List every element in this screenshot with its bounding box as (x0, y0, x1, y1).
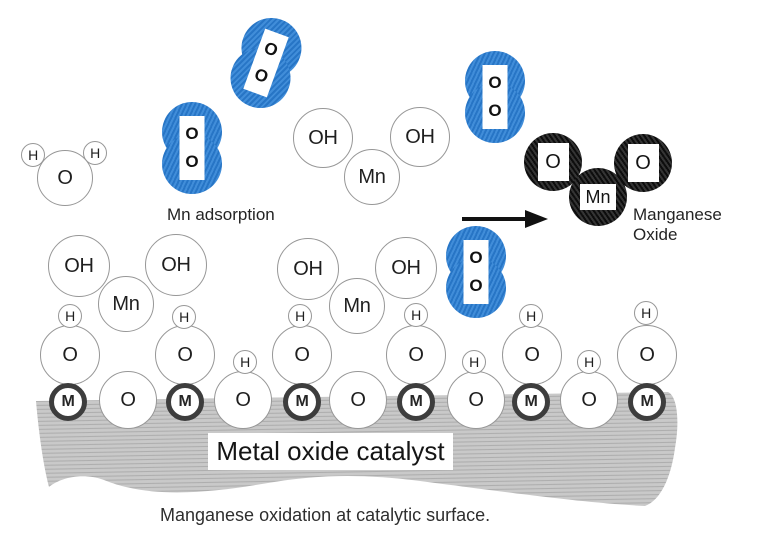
manganese-oxide-label-line2: Oxide (633, 225, 678, 244)
manganese-oxide-label: Manganese Oxide (633, 205, 722, 245)
atom-H: H (462, 350, 486, 374)
atom-Mn: Mn (98, 276, 154, 332)
manganese-oxide-atom-O: O (614, 134, 672, 192)
atom-H: H (634, 301, 658, 325)
oxygen-atom-label: O (185, 152, 199, 171)
reaction-arrow (462, 210, 548, 228)
atom-O: O (155, 325, 215, 385)
atom-Mn: Mn (344, 149, 400, 205)
atom-OH: OH (375, 237, 437, 299)
atom-OH: OH (277, 238, 339, 300)
atom-M: M (512, 383, 550, 421)
oxide-atom-label: O (627, 144, 659, 182)
atom-H: H (172, 305, 196, 329)
atom-H: H (288, 304, 312, 328)
atom-H: H (83, 141, 107, 165)
manganese-oxide-label-line1: Manganese (633, 205, 722, 224)
oxygen-atom-label: O (185, 124, 199, 143)
atom-M: M (49, 383, 87, 421)
manganese-oxide-atom-Mn: Mn (569, 168, 627, 226)
oxygen-atom-label: O (469, 276, 483, 295)
atom-OH: OH (390, 107, 450, 167)
atom-O: O (214, 371, 272, 429)
atom-H: H (58, 304, 82, 328)
atom-H: H (404, 303, 428, 327)
atom-O: O (502, 325, 562, 385)
atom-O: O (447, 371, 505, 429)
oxygen-atom-label: O (251, 64, 271, 87)
oxide-atom-label: Mn (580, 184, 616, 210)
atom-H: H (233, 350, 257, 374)
atom-OH: OH (293, 108, 353, 168)
oxygen-atom-label: O (488, 101, 502, 120)
atom-H: H (519, 304, 543, 328)
atom-M: M (628, 383, 666, 421)
atom-O: O (99, 371, 157, 429)
atom-O: O (560, 371, 618, 429)
atom-O: O (272, 325, 332, 385)
atom-M: M (397, 383, 435, 421)
atom-M: M (283, 383, 321, 421)
atom-O: O (386, 325, 446, 385)
atom-O: O (617, 325, 677, 385)
oxide-atom-label: O (537, 143, 569, 181)
atom-O: O (37, 150, 93, 206)
atom-OH: OH (48, 235, 110, 297)
oxygen-atom-label: O (469, 248, 483, 267)
atom-O: O (40, 325, 100, 385)
oxygen-atom-label: O (488, 73, 502, 92)
atom-Mn: Mn (329, 278, 385, 334)
mn-adsorption-label: Mn adsorption (167, 205, 275, 224)
atom-OH: OH (145, 234, 207, 296)
atom-O: O (329, 371, 387, 429)
metal-oxide-catalyst-label: Metal oxide catalyst (208, 433, 453, 470)
atom-M: M (166, 383, 204, 421)
oxygen-atom-label: O (261, 38, 281, 61)
figure-caption: Manganese oxidation at catalytic surface… (160, 505, 491, 525)
atom-H: H (577, 350, 601, 374)
